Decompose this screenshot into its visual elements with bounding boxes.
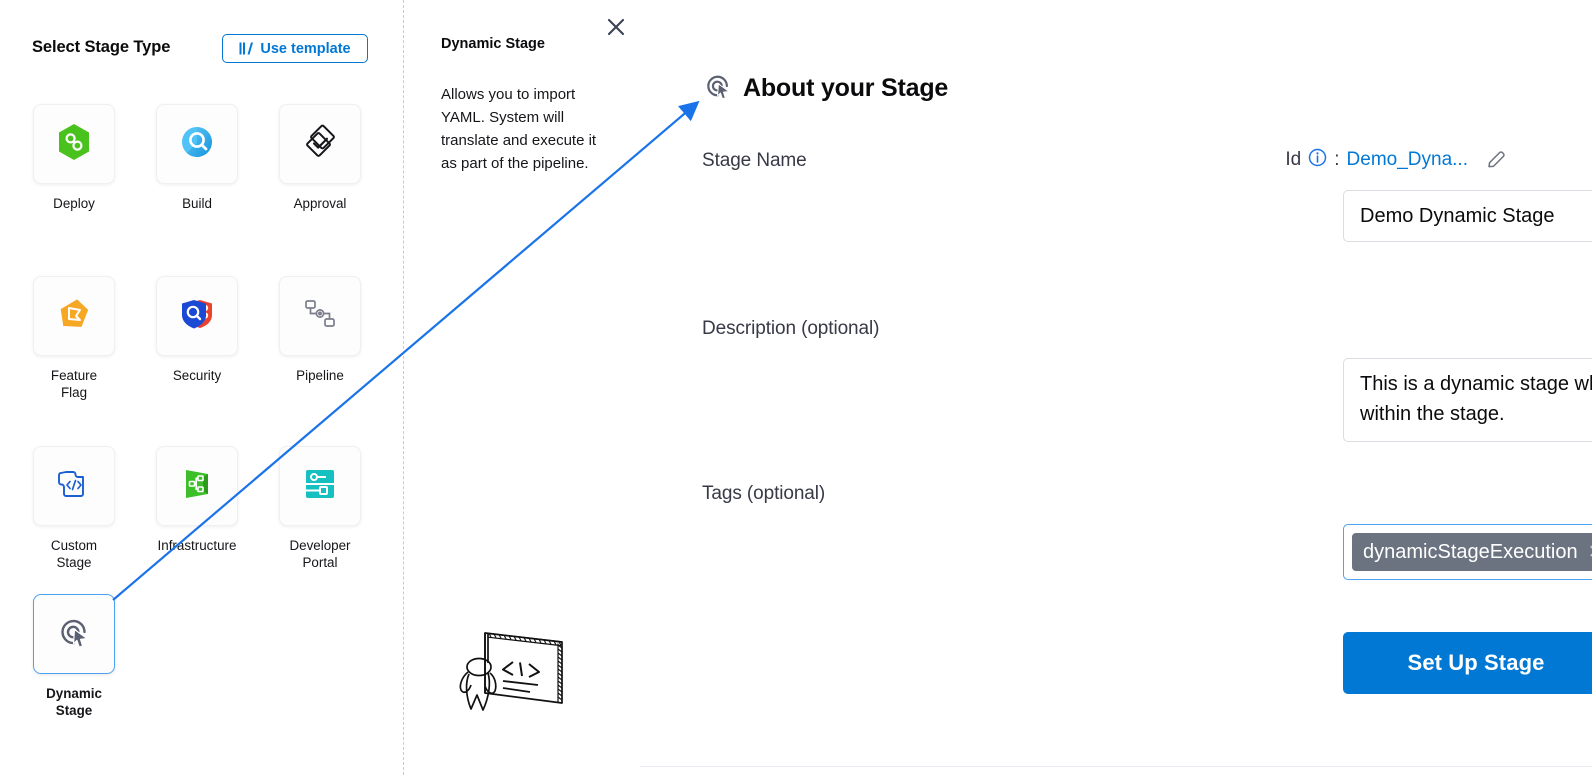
stage-card[interactable] (156, 276, 238, 356)
stage-type-label: Deploy (53, 196, 95, 211)
stage-name-row: Stage Name Id : Demo_Dyna... (702, 148, 1507, 172)
about-your-stage-panel: About your Stage Stage Name Id : Demo_Dy… (640, 0, 1592, 775)
developer-portal-icon (303, 468, 337, 505)
tag-chip[interactable]: dynamicStageExecution ✕ (1352, 533, 1592, 571)
id-label: Id (1285, 149, 1302, 170)
custom-stage-code-puzzle-icon (57, 467, 91, 506)
description-textarea[interactable] (1343, 358, 1592, 442)
use-template-button[interactable]: Use template (222, 34, 368, 63)
dynamic-stage-cursor-target-icon (702, 70, 734, 107)
template-bars-icon (239, 42, 254, 55)
dynamic-stage-cursor-target-icon (55, 613, 93, 656)
tags-label: Tags (optional) (702, 483, 826, 504)
stage-type-label: Build (182, 196, 212, 211)
person-presenting-code-screen-illustration (447, 615, 577, 720)
stage-type-label: Approval (293, 196, 347, 211)
pencil-edit-icon[interactable] (1485, 149, 1507, 171)
stage-type-security[interactable]: Security (156, 276, 238, 446)
stage-card[interactable] (33, 276, 115, 356)
stage-type-infrastructure[interactable]: Infrastructure (156, 446, 238, 618)
info-circle-icon[interactable] (1308, 148, 1327, 172)
stage-id-display: Id : Demo_Dyna... (1285, 148, 1507, 172)
page-title: Select Stage Type (32, 38, 171, 56)
stage-type-grid: Deploy (33, 104, 373, 618)
stage-card[interactable] (279, 104, 361, 184)
stage-type-label: Pipeline (296, 368, 344, 383)
stage-type-label: Infrastructure (157, 538, 237, 553)
tags-input[interactable]: dynamicStageExecution ✕ (1343, 524, 1592, 580)
approval-diamond-check-icon (302, 124, 338, 165)
tag-remove-icon[interactable]: ✕ (1588, 543, 1592, 562)
stage-type-deploy[interactable]: Deploy (33, 104, 115, 276)
stage-card[interactable] (279, 276, 361, 356)
stage-card-selected[interactable] (33, 594, 115, 674)
about-your-stage-header: About your Stage (702, 70, 948, 107)
left-panel-header: Select Stage Type Use template (32, 34, 372, 66)
about-your-stage-title: About your Stage (743, 74, 949, 102)
feature-flag-icon (56, 296, 92, 337)
stage-name-input[interactable] (1343, 190, 1592, 242)
stage-type-label: Security (172, 368, 222, 383)
deploy-hexagon-infinity-icon (57, 123, 91, 166)
stage-name-label: Stage Name (702, 150, 807, 171)
stage-card[interactable] (279, 446, 361, 526)
select-stage-type-panel: Select Stage Type Use template (0, 0, 403, 775)
description-row: Description (optional) (702, 318, 1507, 340)
stage-card[interactable] (156, 104, 238, 184)
stage-info-title: Dynamic Stage (441, 36, 545, 52)
stage-type-build[interactable]: Build (156, 104, 238, 276)
stage-info-description: Allows you to import YAML. System will t… (441, 86, 597, 172)
description-label: Description (optional) (702, 318, 880, 339)
stage-card[interactable] (33, 104, 115, 184)
stage-card[interactable] (33, 446, 115, 526)
security-shields-icon (178, 296, 216, 337)
bottom-divider (640, 766, 1592, 767)
close-icon[interactable] (604, 15, 628, 39)
set-up-stage-button[interactable]: Set Up Stage (1343, 632, 1592, 694)
id-value[interactable]: Demo_Dyna... (1346, 149, 1468, 170)
stage-type-pipeline[interactable]: Pipeline (279, 276, 361, 446)
infrastructure-green-node-icon (181, 467, 213, 506)
tag-chip-label: dynamicStageExecution (1363, 540, 1578, 563)
tags-row: Tags (optional) (702, 483, 1507, 505)
build-magnifier-circle-icon (179, 124, 215, 165)
use-template-label: Use template (260, 40, 351, 57)
stage-type-approval[interactable]: Approval (279, 104, 361, 276)
id-separator: : (1334, 149, 1340, 170)
stage-card[interactable] (156, 446, 238, 526)
pipeline-nodes-icon (303, 298, 337, 335)
